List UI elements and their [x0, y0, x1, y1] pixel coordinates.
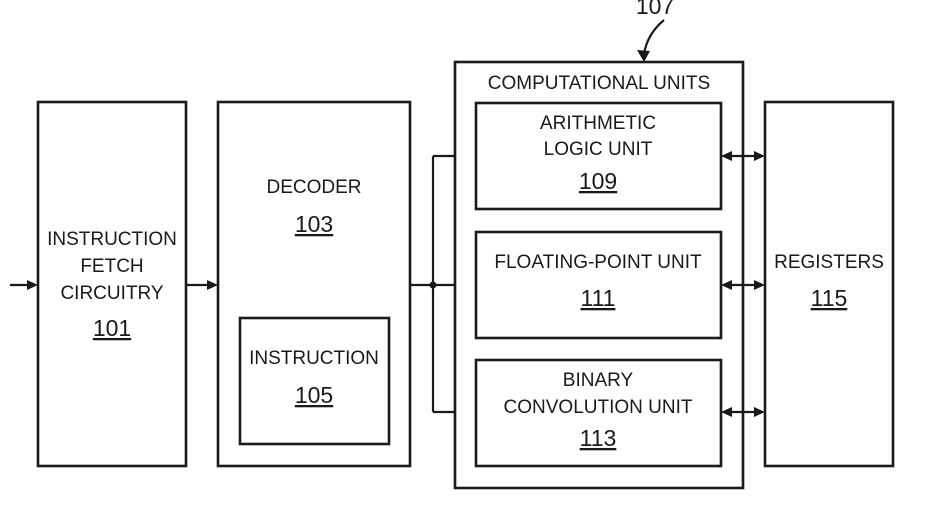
registers-block	[763, 100, 895, 468]
instruction-number: 105	[295, 382, 333, 408]
alu-label-line2: LOGIC UNIT	[544, 139, 653, 160]
fetch-label-line3: CIRCUITRY	[60, 283, 163, 304]
instruction-fetch-block	[36, 100, 188, 468]
bcu-registers-arrowhead-left	[721, 407, 732, 417]
registers-number: 115	[811, 285, 848, 311]
fetch-to-decoder-arrowhead	[207, 280, 218, 290]
bcu-number: 113	[580, 425, 617, 451]
alu-block	[474, 101, 723, 211]
bcu-block	[474, 358, 723, 468]
input-arrowhead	[27, 280, 38, 290]
computational-units-title: COMPUTATIONAL UNITS	[488, 73, 710, 94]
registers-label: REGISTERS	[774, 252, 884, 273]
fetch-number: 101	[93, 315, 131, 341]
alu-registers-arrowhead-left	[721, 151, 732, 161]
bcu-label-line2: CONVOLUTION UNIT	[504, 397, 693, 418]
instruction-block	[238, 316, 391, 446]
decoder-number: 103	[295, 211, 333, 237]
fetch-label-line2: FETCH	[80, 256, 143, 277]
fpu-label: FLOATING-POINT UNIT	[494, 252, 702, 273]
figure-ref-arrowhead	[637, 50, 650, 62]
decoder-label: DECODER	[266, 177, 361, 198]
figure-ref-leader	[642, 19, 665, 55]
figure-ref-label: 107	[636, 0, 674, 19]
bcu-label-line1: BINARY	[563, 370, 634, 391]
fetch-label-line1: INSTRUCTION	[47, 229, 177, 250]
fpu-registers-arrowhead-left	[721, 280, 732, 290]
instruction-label: INSTRUCTION	[249, 348, 379, 369]
alu-registers-arrowhead-right	[754, 151, 765, 161]
alu-number: 109	[579, 168, 617, 194]
fpu-registers-arrowhead-right	[754, 280, 765, 290]
bcu-registers-arrowhead-right	[754, 407, 765, 417]
alu-label-line1: ARITHMETIC	[540, 113, 656, 134]
fpu-number: 111	[581, 285, 616, 311]
